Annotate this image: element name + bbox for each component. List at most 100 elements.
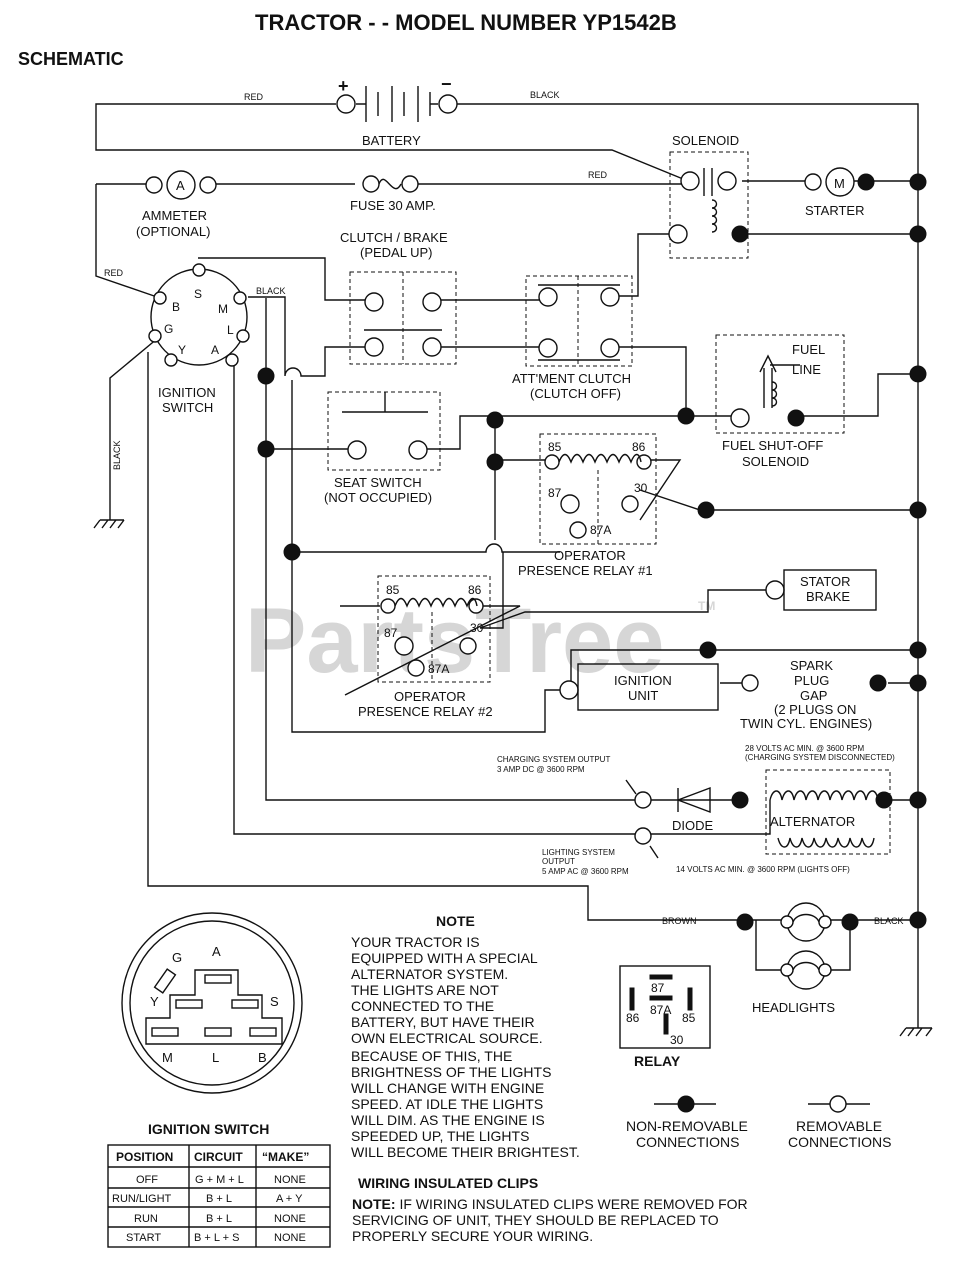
switch-terminal-y: Y (178, 343, 186, 357)
seat-switch: SEAT SWITCH (NOT OCCUPIED) (324, 391, 441, 505)
relay-legend-86: 86 (626, 1011, 640, 1025)
relay2-pin-30: 30 (470, 621, 484, 635)
section-title: SCHEMATIC (18, 49, 124, 69)
switch-terminal-s: S (194, 287, 202, 301)
table-cell: RUN (134, 1213, 158, 1225)
starter: M STARTER (804, 167, 875, 218)
ign-diagram-l: L (212, 1050, 219, 1065)
table-header-position: POSITION (116, 1150, 173, 1164)
ign-diagram-y: Y (150, 994, 159, 1009)
wiring-clips-text: IF WIRING INSULATED CLIPS WERE REMOVED F… (396, 1196, 748, 1212)
relay-legend-87a: 87A (650, 1003, 671, 1017)
alternator-label: ALTERNATOR (770, 814, 855, 829)
attachment-clutch-switch: ATT'MENT CLUTCH (CLUTCH OFF) (512, 275, 633, 401)
ammeter-label: AMMETER (142, 208, 207, 223)
ign-diagram-g: G (172, 950, 182, 965)
legend-non-removable: NON-REMOVABLE (626, 1118, 748, 1134)
table-cell: NONE (274, 1174, 306, 1186)
ac-spec-2-label: 14 VOLTS AC MIN. @ 3600 RPM (LIGHTS OFF) (676, 865, 850, 874)
switch-terminal-b: B (172, 300, 180, 314)
clutch-brake-switch: CLUTCH / BRAKE (PEDAL UP) (340, 230, 457, 365)
ign-diagram-m: M (162, 1050, 173, 1065)
fuel-line-label: FUEL (792, 342, 825, 357)
wiring-clips-note: WIRING INSULATED CLIPS NOTE: IF WIRING I… (352, 1175, 748, 1244)
charging-system: DIODE ALTERNATOR (625, 769, 893, 859)
note-line: ALTERNATOR SYSTEM. (351, 966, 508, 982)
ignition-switch-diagram: G A Y S M L B IGNITION SWITCH (121, 912, 303, 1137)
note-line: BATTERY, BUT HAVE THEIR (351, 1014, 535, 1030)
legend-removable-sub: CONNECTIONS (788, 1134, 891, 1150)
table-cell: G + M + L (195, 1174, 244, 1186)
relay-legend: 87 87A 86 85 30 RELAY (619, 965, 711, 1069)
connection-legend: NON-REMOVABLE CONNECTIONS REMOVABLE CONN… (626, 1095, 891, 1150)
operator-presence-relay-2: 85 86 87 30 87A OPERATOR PRESENCE RELAY … (358, 575, 493, 719)
lighting-output-sublabel: OUTPUT (542, 857, 575, 866)
stator-brake-sublabel: BRAKE (806, 589, 850, 604)
relay2-pin-87: 87 (384, 626, 398, 640)
relay1-pin-87a: 87A (590, 523, 611, 537)
note-line: THE LIGHTS ARE NOT (351, 982, 499, 998)
note-line: OWN ELECTRICAL SOURCE. (351, 1030, 543, 1046)
relay1-label: OPERATOR (554, 548, 626, 563)
ground-icon (899, 1027, 933, 1037)
clutch-brake-sublabel: (PEDAL UP) (360, 245, 432, 260)
spark-plug-label-2: PLUG (794, 673, 829, 688)
note-line: WILL BECOME THEIR BRIGHTEST. (351, 1144, 580, 1160)
relay2-label: OPERATOR (394, 689, 466, 704)
table-header-circuit: CIRCUIT (194, 1150, 243, 1164)
ignition-table: POSITION CIRCUIT “MAKE” OFF G + M + L NO… (107, 1144, 331, 1248)
relay1-sublabel: PRESENCE RELAY #1 (518, 563, 653, 578)
ammeter-symbol: A (176, 178, 185, 193)
wire-black-ignition: BLACK (256, 286, 286, 296)
wiring-clips-note-label: NOTE: (352, 1196, 396, 1212)
headlights-label: HEADLIGHTS (752, 1000, 835, 1015)
table-cell: NONE (274, 1213, 306, 1225)
wire-red-fuse: RED (588, 170, 608, 180)
attachment-clutch-sublabel: (CLUTCH OFF) (530, 386, 621, 401)
ammeter: A AMMETER (OPTIONAL) (136, 170, 217, 239)
ignition-switch-label: IGNITION (158, 385, 216, 400)
wiring-clips-heading: WIRING INSULATED CLIPS (358, 1175, 538, 1191)
wiring-clips-line-1: NOTE: IF WIRING INSULATED CLIPS WERE REM… (352, 1196, 748, 1212)
switch-terminal-a: A (211, 343, 219, 357)
relay-legend-30: 30 (670, 1033, 684, 1047)
diode-label: DIODE (672, 818, 714, 833)
stator-brake: STATOR BRAKE (765, 569, 877, 611)
relay-legend-85: 85 (682, 1011, 696, 1025)
ign-diagram-a: A (212, 944, 221, 959)
clutch-brake-label: CLUTCH / BRAKE (340, 230, 448, 245)
note-line: EQUIPPED WITH A SPECIAL (351, 950, 538, 966)
switch-terminal-l: L (227, 323, 234, 337)
note-line: CONNECTED TO THE (351, 998, 494, 1014)
page-title: TRACTOR - - MODEL NUMBER YP1542B (255, 10, 677, 35)
legend-non-removable-sub: CONNECTIONS (636, 1134, 739, 1150)
relay1-pin-86: 86 (632, 440, 646, 454)
wires (95, 103, 919, 1028)
switch-terminal-g: G (164, 322, 173, 336)
relay1-pin-30: 30 (634, 481, 648, 495)
battery-label: BATTERY (362, 133, 421, 148)
spark-plug-label-5: TWIN CYL. ENGINES) (740, 716, 872, 731)
battery-pos-icon: + (338, 76, 349, 96)
starter-label: STARTER (805, 203, 864, 218)
fuel-line-sublabel: LINE (792, 362, 821, 377)
relay-legend-87: 87 (651, 981, 665, 995)
lighting-output-spec: 5 AMP AC @ 3600 RPM (542, 867, 629, 876)
relay2-sublabel: PRESENCE RELAY #2 (358, 704, 493, 719)
ammeter-sublabel: (OPTIONAL) (136, 224, 210, 239)
note-line: WILL DIM. AS THE ENGINE IS (351, 1112, 545, 1128)
wire-black-headlights: BLACK (874, 916, 904, 926)
solenoid-label: SOLENOID (672, 133, 739, 148)
ac-spec-1-label: 28 VOLTS AC MIN. @ 3600 RPM (745, 744, 864, 753)
ignition-unit-label: IGNITION (614, 673, 672, 688)
fuel-shutoff-solenoid: FUEL LINE FUEL SHUT-OFF SOLENOID (715, 334, 845, 469)
relay-legend-label: RELAY (634, 1053, 681, 1069)
table-cell: NONE (274, 1232, 306, 1244)
ignition-switch: B S M G L Y A IGNITION SWITCH (148, 263, 250, 415)
wire-red-ignition: RED (104, 268, 124, 278)
relay1-pin-85: 85 (548, 440, 562, 454)
headlights: HEADLIGHTS (736, 902, 859, 1015)
table-cell: B + L (206, 1193, 232, 1205)
junctions (257, 173, 927, 929)
